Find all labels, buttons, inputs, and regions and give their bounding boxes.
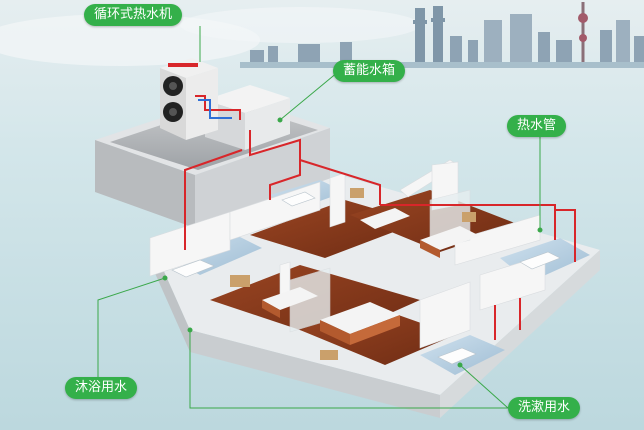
heat-pump-label: 循环式热水机 (84, 4, 183, 26)
bed-icon (262, 208, 480, 345)
leader-lines (97, 26, 543, 409)
hot-water-pipe-label: 热水管 (507, 115, 567, 137)
bathtub-icon (171, 191, 561, 365)
storage-tank-label: 蓄能水箱 (333, 60, 406, 82)
bath-water-label: 沐浴用水 (65, 377, 138, 399)
cold-water-pipes (198, 99, 232, 119)
heat-pump-unit-icon (160, 58, 218, 140)
wash-water-label: 洗漱用水 (508, 397, 581, 419)
hot-water-pipes (184, 95, 576, 340)
sofa-icon (230, 188, 476, 360)
storage-tank-icon (205, 85, 290, 150)
city-skyline-icon (240, 2, 644, 68)
